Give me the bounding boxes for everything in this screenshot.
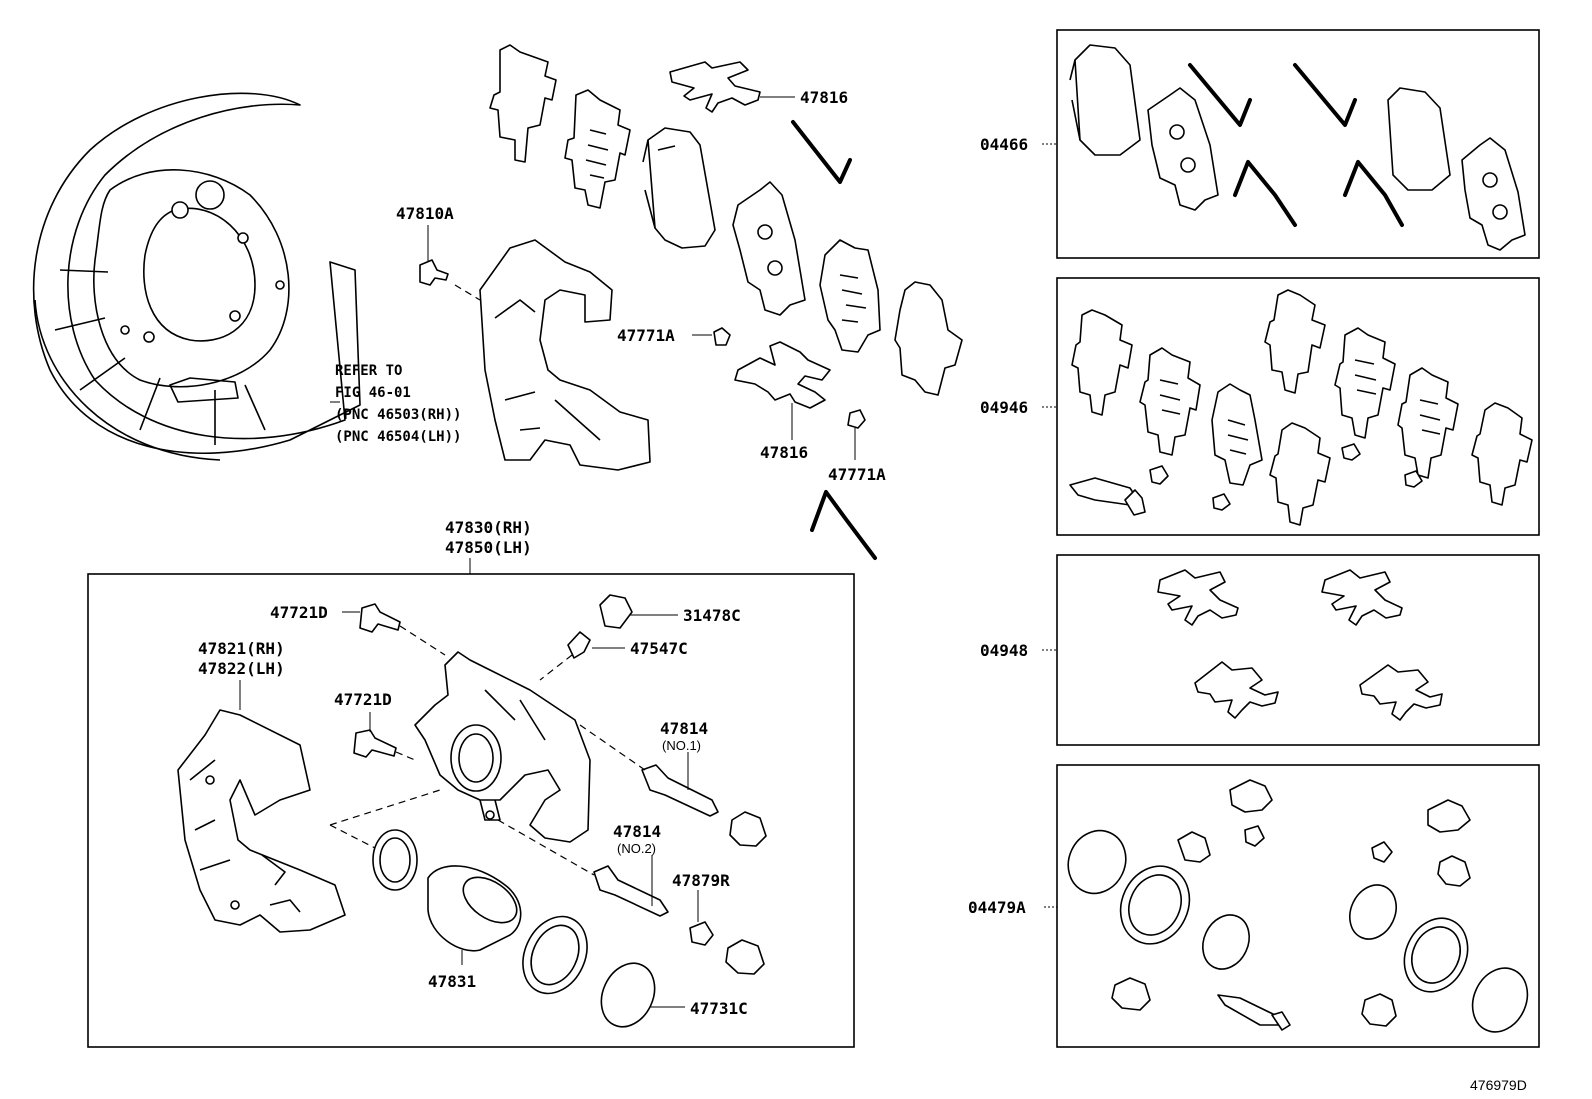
kit-box-04466 xyxy=(1056,29,1540,259)
label-47814-no1: 47814 xyxy=(660,719,708,738)
part-labels: 47816 47810A 47771A 47816 47771A REFER T… xyxy=(198,88,1527,1093)
label-47721d-mid: 47721D xyxy=(334,690,392,709)
kit-04946-contents-drawing xyxy=(1069,289,1533,526)
label-47771a-left: 47771A xyxy=(617,326,675,345)
caliper-body-drawing xyxy=(414,651,591,843)
leader-lines xyxy=(239,96,1057,1008)
kit-box-04948 xyxy=(1056,554,1540,746)
label-47879r: 47879R xyxy=(672,871,730,890)
label-47831: 47831 xyxy=(428,972,476,991)
label-refer-line4: (PNC 46504(LH)) xyxy=(335,429,461,445)
label-kit-04948: 04948 xyxy=(980,641,1028,660)
kit-box-04479a xyxy=(1056,764,1540,1048)
label-47850-lh: 47850(LH) xyxy=(445,538,532,557)
figure-id: 476979D xyxy=(1470,1077,1527,1093)
label-31478c: 31478C xyxy=(683,606,741,625)
label-47830-rh: 47830(RH) xyxy=(445,518,532,537)
caliper-assembly-box xyxy=(87,573,855,1048)
upper-shims-springs-drawing xyxy=(669,61,877,560)
label-47810a: 47810A xyxy=(396,204,454,223)
label-47547c: 47547C xyxy=(630,639,688,658)
label-kit-04466: 04466 xyxy=(980,135,1028,154)
label-47816-mid: 47816 xyxy=(760,443,808,462)
label-47821-rh: 47821(RH) xyxy=(198,639,285,658)
label-47771a-right: 47771A xyxy=(828,465,886,484)
label-refer-line3: (PNC 46503(RH)) xyxy=(335,407,461,423)
label-47721d-top: 47721D xyxy=(270,603,328,622)
kit-04948-contents-drawing xyxy=(1157,569,1443,721)
caliper-small-parts-drawing xyxy=(329,594,767,1028)
label-47822-lh: 47822(LH) xyxy=(198,659,285,678)
label-47814-no2-sub: (NO.2) xyxy=(617,841,656,856)
label-47814-no1-sub: (NO.1) xyxy=(662,738,701,753)
kit-04466-contents-drawing xyxy=(1069,44,1526,251)
label-47816-top: 47816 xyxy=(800,88,848,107)
lower-caliper-bracket-drawing xyxy=(177,709,346,933)
label-refer-line1: REFER TO xyxy=(335,363,402,379)
kit-04479a-contents-drawing xyxy=(1067,779,1529,1033)
label-47731c: 47731C xyxy=(690,999,748,1018)
dust-shield-drawing xyxy=(32,92,361,461)
label-kit-04946: 04946 xyxy=(980,398,1028,417)
label-47814-no2: 47814 xyxy=(613,822,661,841)
label-refer-line2: FIG 46-01 xyxy=(335,385,411,401)
label-kit-04479a: 04479A xyxy=(968,898,1026,917)
upper-caliper-bracket-drawing xyxy=(419,239,651,471)
kit-box-04946 xyxy=(1056,277,1540,536)
upper-brake-pads-drawing xyxy=(489,44,963,396)
